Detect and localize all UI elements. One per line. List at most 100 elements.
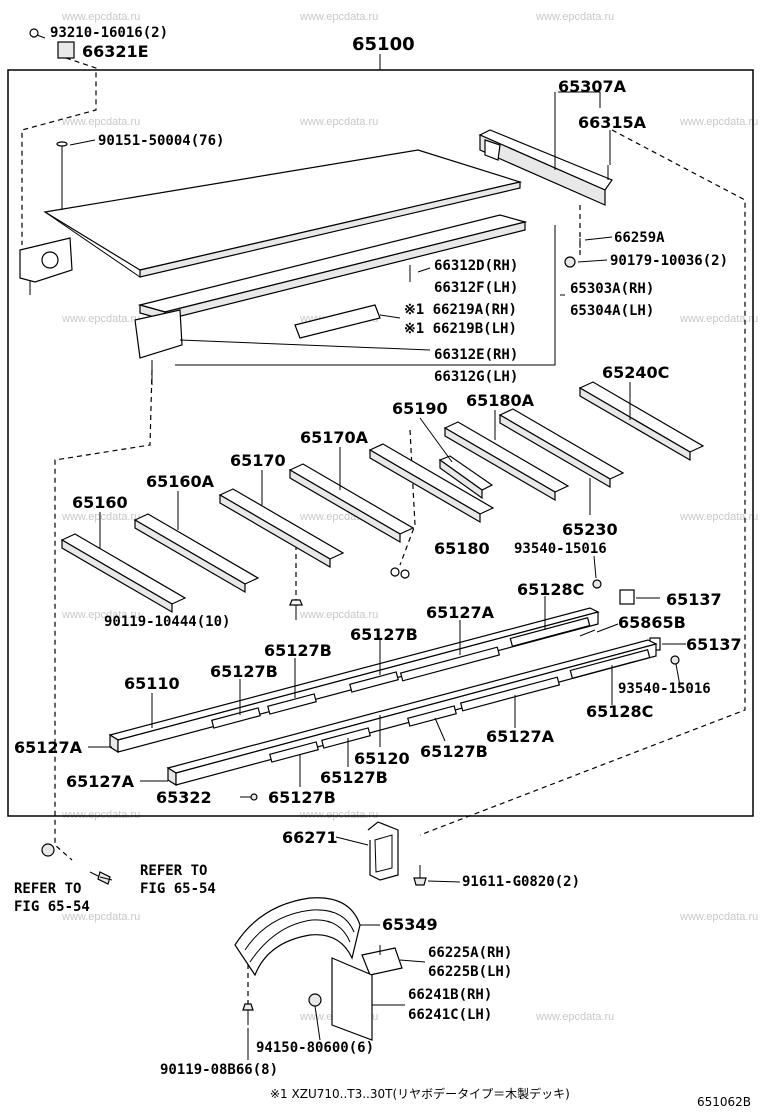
cross-member-65160	[60, 533, 187, 614]
part-label: 65127B	[268, 788, 336, 807]
watermark-text: www.epcdata.ru	[61, 911, 140, 923]
part-label: 90119-10444(10)	[104, 614, 230, 630]
rail-65307a-end	[484, 139, 501, 161]
watermark-text: www.epcdata.ru	[61, 609, 140, 621]
part-label: 66259A	[614, 230, 665, 246]
guide-dash-left	[54, 369, 153, 861]
watermark-text: www.epcdata.ru	[679, 313, 758, 325]
part-label: 66241C(LH)	[408, 1007, 492, 1023]
side-rail-bracket	[134, 309, 183, 359]
slat-65127b	[211, 707, 261, 729]
part-label: 90179-10036(2)	[610, 253, 728, 269]
deck-panel-side	[44, 211, 141, 278]
cross-member-65240c	[578, 381, 705, 462]
part-label: 65160A	[146, 472, 215, 491]
part-label: FIG 65-54	[14, 899, 90, 915]
bolt-93210	[29, 28, 46, 39]
part-label: 66312D(RH)	[434, 258, 518, 274]
part-label: ※1 66219A(RH)	[404, 302, 517, 318]
part-label: 66315A	[578, 113, 647, 132]
part-label: 65127A	[486, 727, 555, 746]
guide-dash-left-top	[21, 57, 97, 245]
deck-panel-edge	[139, 181, 521, 278]
part-label: 65127B	[420, 742, 488, 761]
part-label: 65127B	[210, 662, 278, 681]
cross-member-65230	[498, 408, 625, 489]
watermark-text: www.epcdata.ru	[535, 1011, 614, 1023]
part-label: 65190	[392, 399, 448, 418]
watermark-text: www.epcdata.ru	[61, 809, 140, 821]
bolt-90119-08b66	[242, 1003, 254, 1025]
deck-panel	[43, 149, 523, 271]
part-label: 65170A	[300, 428, 369, 447]
part-label: 65307A	[558, 77, 627, 96]
part-label: 66312G(LH)	[434, 369, 518, 385]
part-label: 65110	[124, 674, 180, 693]
watermark-text: www.epcdata.ru	[61, 116, 140, 128]
part-label: 65127A	[14, 738, 83, 757]
part-label: 65170	[230, 451, 286, 470]
part-label: 65180A	[466, 391, 535, 410]
part-labels: 93210-16016(2) 66321E 90151-50004(76) 65…	[14, 25, 742, 1078]
slat-65127a	[399, 646, 501, 682]
part-label: 65230	[562, 520, 618, 539]
part-label: FIG 65-54	[140, 881, 216, 897]
clip-65180	[390, 567, 410, 579]
part-label: 91611-G0820(2)	[462, 874, 580, 890]
cross-member-65170a	[288, 463, 415, 544]
bracket-66219	[294, 304, 381, 339]
watermark-text: www.epcdata.ru	[535, 11, 614, 23]
hinge-bracket-hole	[41, 251, 59, 269]
part-label: 90119-08B66(8)	[160, 1062, 278, 1078]
guide-dash-right	[419, 129, 746, 836]
part-label: 65127A	[66, 772, 135, 791]
part-label: 66321E	[82, 42, 149, 61]
guide-dash-mid	[399, 429, 416, 566]
part-label: 94150-80600(6)	[256, 1040, 374, 1056]
watermark-text: www.epcdata.ru	[299, 809, 378, 821]
part-label: REFER TO	[140, 863, 207, 879]
part-label: 93540-15016	[618, 681, 711, 697]
part-label: 65127A	[426, 603, 495, 622]
watermark-text: www.epcdata.ru	[299, 11, 378, 23]
part-label: 66241B(RH)	[408, 987, 492, 1003]
slat-65127b	[267, 693, 317, 715]
leader-lines	[69, 91, 686, 1060]
watermark-text: www.epcdata.ru	[61, 511, 140, 523]
cross-member-65180	[368, 443, 495, 524]
cross-member-65180a	[443, 421, 570, 502]
watermark-text: www.epcdata.ru	[679, 511, 758, 523]
part-label: 93540-15016	[514, 541, 607, 557]
bracket-66225	[361, 945, 403, 976]
cross-member-65190	[438, 455, 494, 500]
slat-65127a	[459, 676, 561, 712]
part-label: ※1 66219B(LH)	[404, 321, 517, 337]
part-label: 65127B	[350, 625, 418, 644]
step-66271-inner	[374, 834, 393, 873]
bolt-93540-a	[592, 579, 602, 589]
nut-94150	[308, 993, 322, 1007]
slat-65127b	[349, 671, 399, 693]
bracket-65137-a	[619, 589, 635, 605]
part-label: 65128C	[586, 702, 653, 721]
bolt-90119-10444	[289, 599, 303, 620]
part-label: 65180	[434, 539, 490, 558]
part-label: 65865B	[618, 613, 686, 632]
part-label: 66312F(LH)	[434, 280, 518, 296]
part-label: 65127B	[264, 641, 332, 660]
part-label: 65303A(RH)	[570, 281, 654, 297]
cross-member-65160a	[133, 513, 260, 594]
part-label: 66312E(RH)	[434, 347, 518, 363]
mudflap-66241	[331, 957, 373, 1041]
watermark-text: www.epcdata.ru	[61, 313, 140, 325]
part-label: REFER TO	[14, 881, 81, 897]
part-label: 65349	[382, 915, 438, 934]
part-label: 65137	[686, 635, 742, 654]
part-label: 93210-16016(2)	[50, 25, 168, 41]
figure-code: 651062B	[697, 1095, 751, 1109]
assembly-label: 65100	[352, 34, 415, 55]
watermark-text: www.epcdata.ru	[679, 116, 758, 128]
slat-65127b	[269, 741, 319, 763]
